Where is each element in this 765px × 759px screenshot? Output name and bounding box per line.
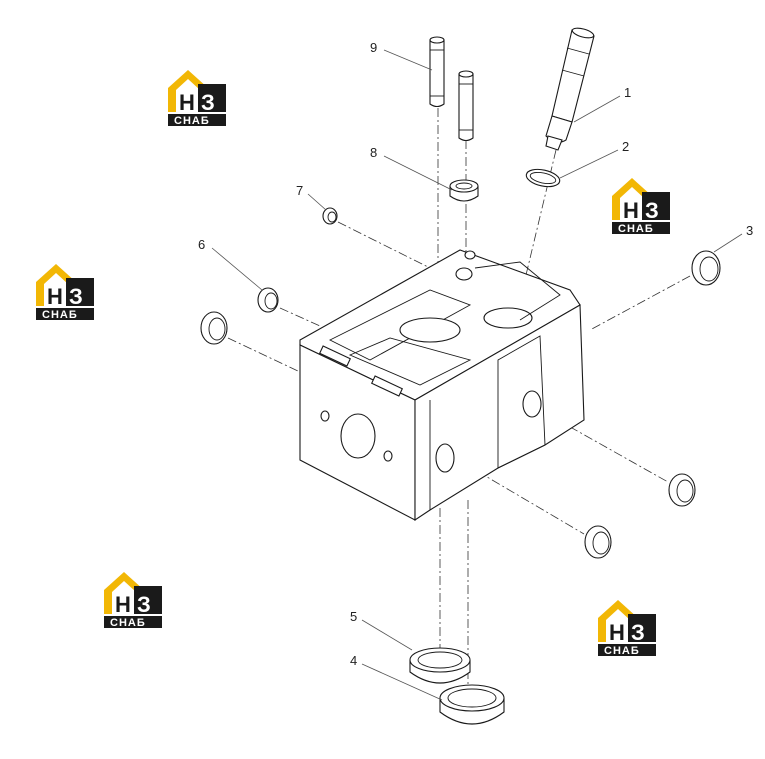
cylinder-head-block [299, 249, 585, 522]
svg-text:З: З [631, 620, 645, 645]
svg-text:З: З [201, 90, 215, 115]
part-3-plug [691, 250, 721, 286]
callout-8: 8 [370, 145, 377, 160]
part-4-ring [439, 684, 505, 725]
callout-5: 5 [350, 609, 357, 624]
svg-text:Н: Н [179, 90, 195, 115]
part-2-oring [525, 168, 561, 188]
callout-9: 9 [370, 40, 377, 55]
plug-left [200, 311, 228, 345]
svg-text:Н: Н [115, 592, 131, 617]
leader-lines [211, 49, 743, 701]
callout-3: 3 [746, 223, 753, 238]
callout-2: 2 [622, 139, 629, 154]
part-8-seal [449, 179, 479, 202]
svg-text:СНАБ: СНАБ [110, 617, 146, 629]
callout-4: 4 [350, 653, 357, 668]
svg-text:Н: Н [623, 198, 639, 223]
svg-text:Н: Н [47, 284, 63, 309]
callout-labels: 1 2 3 4 5 6 7 8 9 [198, 40, 753, 668]
svg-text:СНАБ: СНАБ [604, 645, 640, 657]
part-1-injector [545, 27, 595, 151]
callout-1: 1 [624, 85, 631, 100]
svg-text:Н: Н [609, 620, 625, 645]
plug-bottom [584, 525, 612, 559]
watermark-logo: Н З СНАБ [104, 572, 162, 629]
svg-text:З: З [137, 592, 151, 617]
part-6-plug [257, 287, 279, 313]
part-5-ring [409, 647, 471, 684]
svg-text:СНАБ: СНАБ [618, 223, 654, 235]
watermark-logo: Н З СНАБ [36, 264, 94, 321]
part-7-plug [322, 207, 338, 225]
part-9-sleeve [458, 70, 474, 142]
svg-text:СНАБ: СНАБ [42, 309, 78, 321]
svg-text:З: З [645, 198, 659, 223]
part-9-sleeve [429, 36, 445, 108]
callout-7: 7 [296, 183, 303, 198]
svg-text:З: З [69, 284, 83, 309]
svg-text:СНАБ: СНАБ [174, 115, 210, 127]
watermark-logo: Н З СНАБ [598, 600, 656, 657]
callout-6: 6 [198, 237, 205, 252]
watermark-logo: Н З СНАБ [612, 178, 670, 235]
watermark-logo: Н З СНАБ [168, 70, 226, 127]
plug-right-lower [668, 473, 696, 507]
